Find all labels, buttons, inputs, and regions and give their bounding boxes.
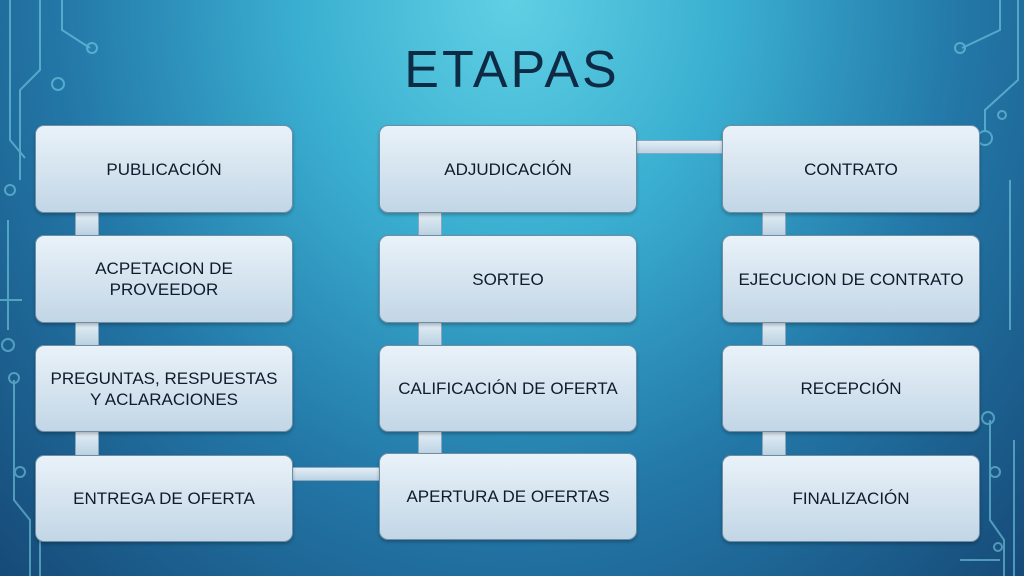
- step-label: ENTREGA DE OFERTA: [73, 489, 255, 508]
- step-label: ADJUDICACIÓN: [444, 159, 572, 179]
- step-box-contrato: CONTRATO: [722, 125, 980, 213]
- step-box-ejecucion-contrato: EJECUCION DE CONTRATO: [722, 235, 980, 323]
- step-label: RECEPCIÓN: [800, 379, 902, 398]
- step-label: SORTEO: [472, 269, 544, 289]
- connector: [636, 140, 723, 154]
- step-box-calificacion: CALIFICACIÓN DE OFERTA: [379, 345, 637, 432]
- connector: [762, 212, 786, 236]
- step-box-sorteo: SORTEO: [379, 235, 637, 323]
- step-label: CONTRATO: [804, 159, 898, 179]
- step-box-publicacion: PUBLICACIÓN: [35, 125, 293, 213]
- step-label: PUBLICACIÓN: [106, 159, 222, 179]
- connector: [75, 212, 99, 236]
- step-box-aceptacion-proveedor: ACPETACION DE PROVEEDOR: [35, 235, 293, 323]
- step-label: PREGUNTAS, RESPUESTAS Y ACLARACIONES: [50, 368, 278, 409]
- step-box-apertura-ofertas: APERTURA DE OFERTAS: [379, 453, 637, 540]
- step-label: FINALIZACIÓN: [792, 489, 910, 508]
- step-box-entrega-oferta: ENTREGA DE OFERTA: [35, 455, 293, 542]
- step-label: CALIFICACIÓN DE OFERTA: [398, 379, 618, 398]
- connector: [292, 467, 380, 481]
- connector: [762, 322, 786, 346]
- step-label: ACPETACION DE PROVEEDOR: [95, 259, 233, 299]
- connector: [75, 431, 99, 456]
- step-box-finalizacion: FINALIZACIÓN: [722, 455, 980, 542]
- connector: [75, 322, 99, 346]
- step-box-recepcion: RECEPCIÓN: [722, 345, 980, 432]
- connector: [762, 431, 786, 456]
- step-box-preguntas: PREGUNTAS, RESPUESTAS Y ACLARACIONES: [35, 345, 293, 432]
- step-label: APERTURA DE OFERTAS: [406, 487, 610, 506]
- connector: [418, 322, 442, 346]
- step-label: EJECUCION DE CONTRATO: [738, 269, 964, 289]
- connector: [418, 212, 442, 236]
- slide-title: ETAPAS: [404, 41, 620, 99]
- step-box-adjudicacion: ADJUDICACIÓN: [379, 125, 637, 213]
